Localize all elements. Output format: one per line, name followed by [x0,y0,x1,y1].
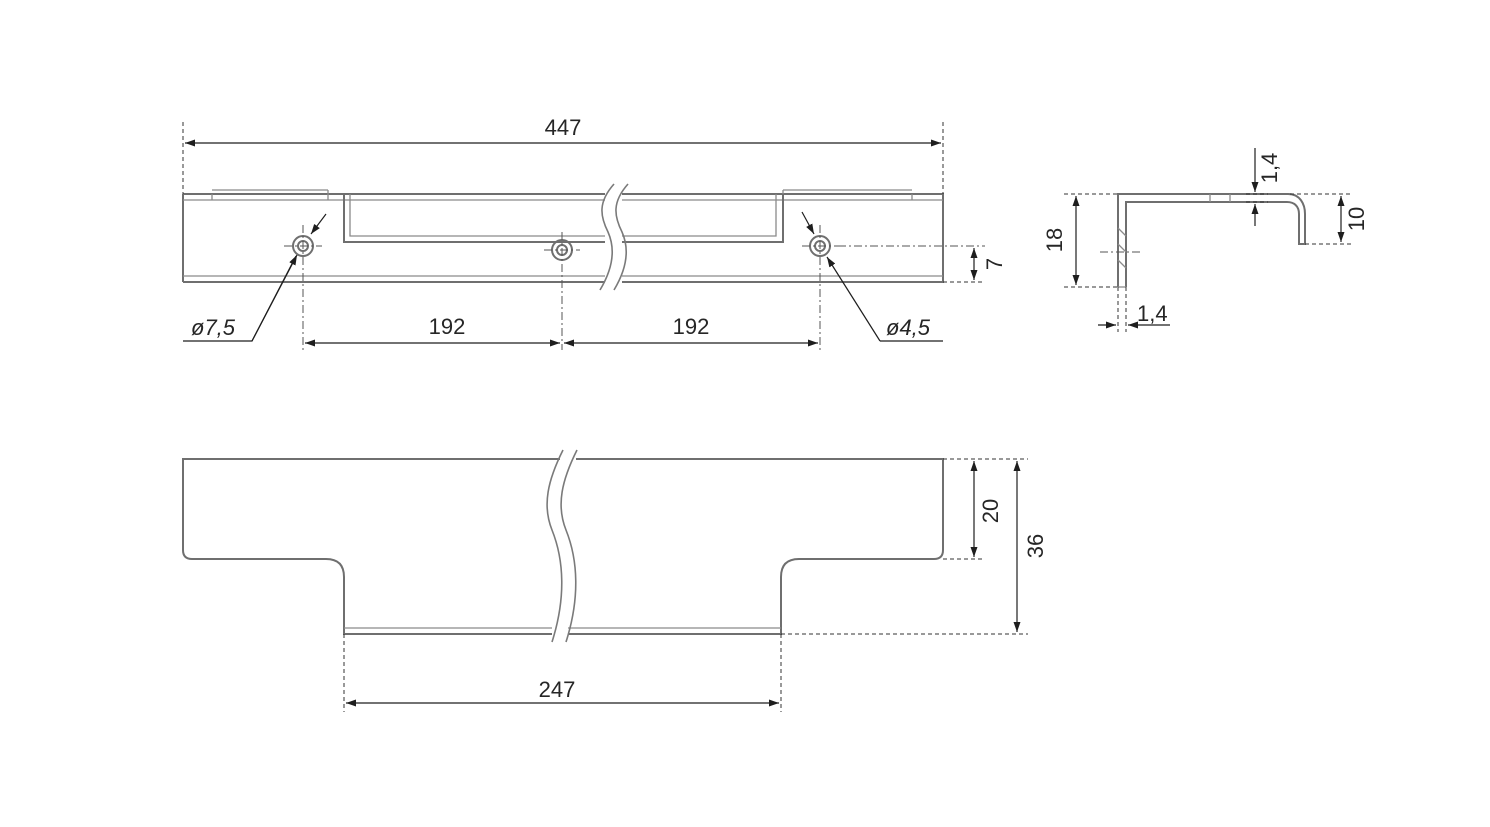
hole-height-label: 7 [982,258,1007,270]
front-view: 247 20 36 [182,449,1048,712]
profile-height-label: 18 [1042,228,1067,252]
top-view: 447 192 192 ø7,5 ø4,5 7 [182,115,1007,350]
front-width-label: 247 [539,677,576,702]
top-view-recess [343,194,784,243]
hole-spacing-left-label: 192 [429,314,466,339]
hole-small-diameter-label: ø4,5 [886,315,931,340]
front-view-break-symbol [546,449,564,643]
front-total-height-label: 36 [1023,534,1048,558]
side-profile-view: 18 1,4 1,4 10 [1042,148,1369,332]
overall-length-label: 447 [545,115,582,140]
side-profile-outline [1117,193,1306,287]
profile-thickness-bottom-label: 1,4 [1137,301,1168,326]
front-wing-height-label: 20 [978,499,1003,523]
profile-thickness-top-label: 1,4 [1257,153,1282,184]
front-view-outline [182,458,944,635]
top-view-break-symbol [599,183,615,291]
profile-lip-label: 10 [1344,207,1369,231]
hole-spacing-right-label: 192 [673,314,710,339]
hole-large-diameter-label: ø7,5 [191,315,236,340]
